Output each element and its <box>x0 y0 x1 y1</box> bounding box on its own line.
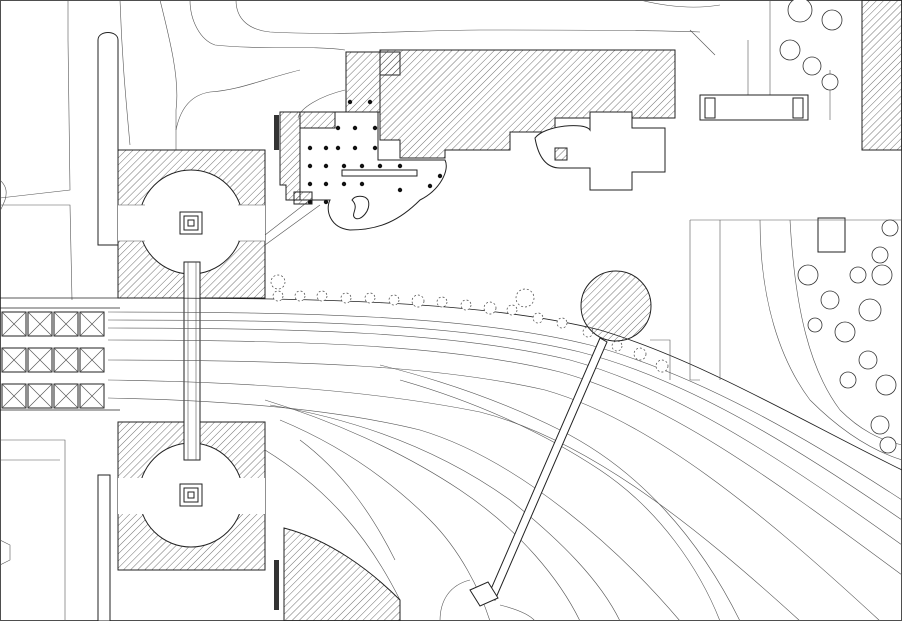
column <box>307 163 313 169</box>
column <box>437 173 443 179</box>
column <box>323 181 329 187</box>
tree <box>834 321 856 343</box>
tree <box>460 299 472 311</box>
tree <box>532 312 544 324</box>
column <box>347 99 353 105</box>
column <box>352 145 358 151</box>
crossed-blocks <box>1 311 105 409</box>
column-dots <box>307 99 443 205</box>
tree <box>802 56 822 76</box>
column <box>359 163 365 169</box>
column <box>341 163 347 169</box>
tree <box>270 274 286 290</box>
tree <box>633 347 647 361</box>
tree <box>858 350 878 370</box>
tree <box>779 39 801 61</box>
tree <box>411 294 425 308</box>
tree <box>871 246 889 264</box>
tree <box>858 298 882 322</box>
tree <box>388 294 400 306</box>
left-narrow-building <box>97 32 119 621</box>
tree <box>839 371 857 389</box>
tree <box>871 264 893 286</box>
column <box>352 125 358 131</box>
top-right-buildings <box>699 0 902 253</box>
tree <box>655 359 669 373</box>
tree <box>870 415 890 435</box>
tree <box>875 374 897 396</box>
column <box>335 125 341 131</box>
tree <box>483 301 497 315</box>
hall-details <box>274 115 418 610</box>
round-tower <box>439 270 652 621</box>
column <box>359 181 365 187</box>
column <box>307 145 313 151</box>
tree <box>881 219 899 237</box>
tree <box>294 290 306 302</box>
tree-row <box>270 274 669 373</box>
tree <box>807 317 823 333</box>
lower-pavilion <box>117 421 266 571</box>
hatched-building <box>379 49 676 191</box>
column <box>323 145 329 151</box>
tree <box>515 288 535 308</box>
column <box>377 163 383 169</box>
tree <box>797 264 819 286</box>
tree <box>820 290 840 310</box>
right-parcels <box>650 219 902 461</box>
rail-tracks <box>0 297 902 621</box>
street-lines <box>0 0 831 301</box>
lower-hatched-building <box>283 527 401 621</box>
column <box>323 199 329 205</box>
tree <box>272 290 284 302</box>
tree <box>849 266 867 284</box>
footbridge <box>183 261 201 461</box>
tree <box>611 340 623 352</box>
column <box>397 187 403 193</box>
bottom-left-block <box>0 439 66 621</box>
tree <box>879 436 897 454</box>
column <box>367 99 373 105</box>
tree <box>364 292 376 304</box>
column <box>341 181 347 187</box>
upper-pavilion <box>117 149 321 299</box>
column <box>307 181 313 187</box>
tree <box>506 304 518 316</box>
column <box>397 163 403 169</box>
column <box>372 125 378 131</box>
tree <box>821 9 843 31</box>
right-trees <box>779 0 899 454</box>
tree <box>340 292 352 304</box>
tree <box>787 0 813 23</box>
column <box>372 145 378 151</box>
column <box>427 183 433 189</box>
tree <box>821 73 839 91</box>
column <box>323 163 329 169</box>
tree <box>556 317 568 329</box>
column <box>335 145 341 151</box>
tree <box>316 290 328 302</box>
tree <box>436 296 448 308</box>
